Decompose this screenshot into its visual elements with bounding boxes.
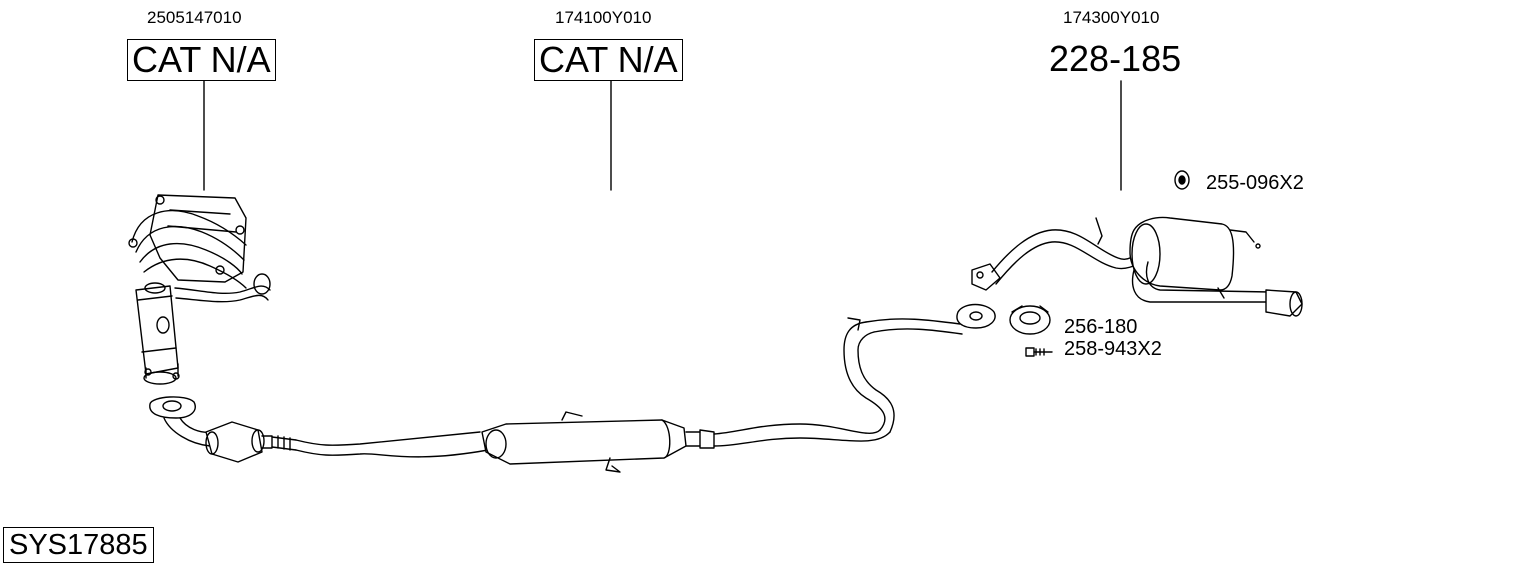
part-1-label-box[interactable]: CAT N/A <box>127 39 276 81</box>
part-2-label-box[interactable]: CAT N/A <box>534 39 683 81</box>
part-1-oem-number: 2505147010 <box>147 8 242 27</box>
bolt-icon <box>1025 347 1053 357</box>
part-3-oem-number: 174300Y010 <box>1063 8 1160 27</box>
system-id-box: SYS17885 <box>3 527 154 563</box>
bolt-callout[interactable]: 258-943X2 <box>1064 338 1162 360</box>
gasket-ring-callout[interactable]: 255-096X2 <box>1206 172 1304 194</box>
front-pipe-center-section <box>149 303 996 473</box>
gasket-ring-icon <box>1174 170 1190 190</box>
exhaust-manifold-catalyst <box>128 194 271 385</box>
part-3-label[interactable]: 228-185 <box>1049 38 1182 79</box>
seal-ring-icon <box>1009 305 1051 335</box>
part-2-oem-number: 174100Y010 <box>555 8 652 27</box>
rear-silencer <box>971 216 1303 317</box>
seal-callout[interactable]: 256-180 <box>1064 316 1138 338</box>
